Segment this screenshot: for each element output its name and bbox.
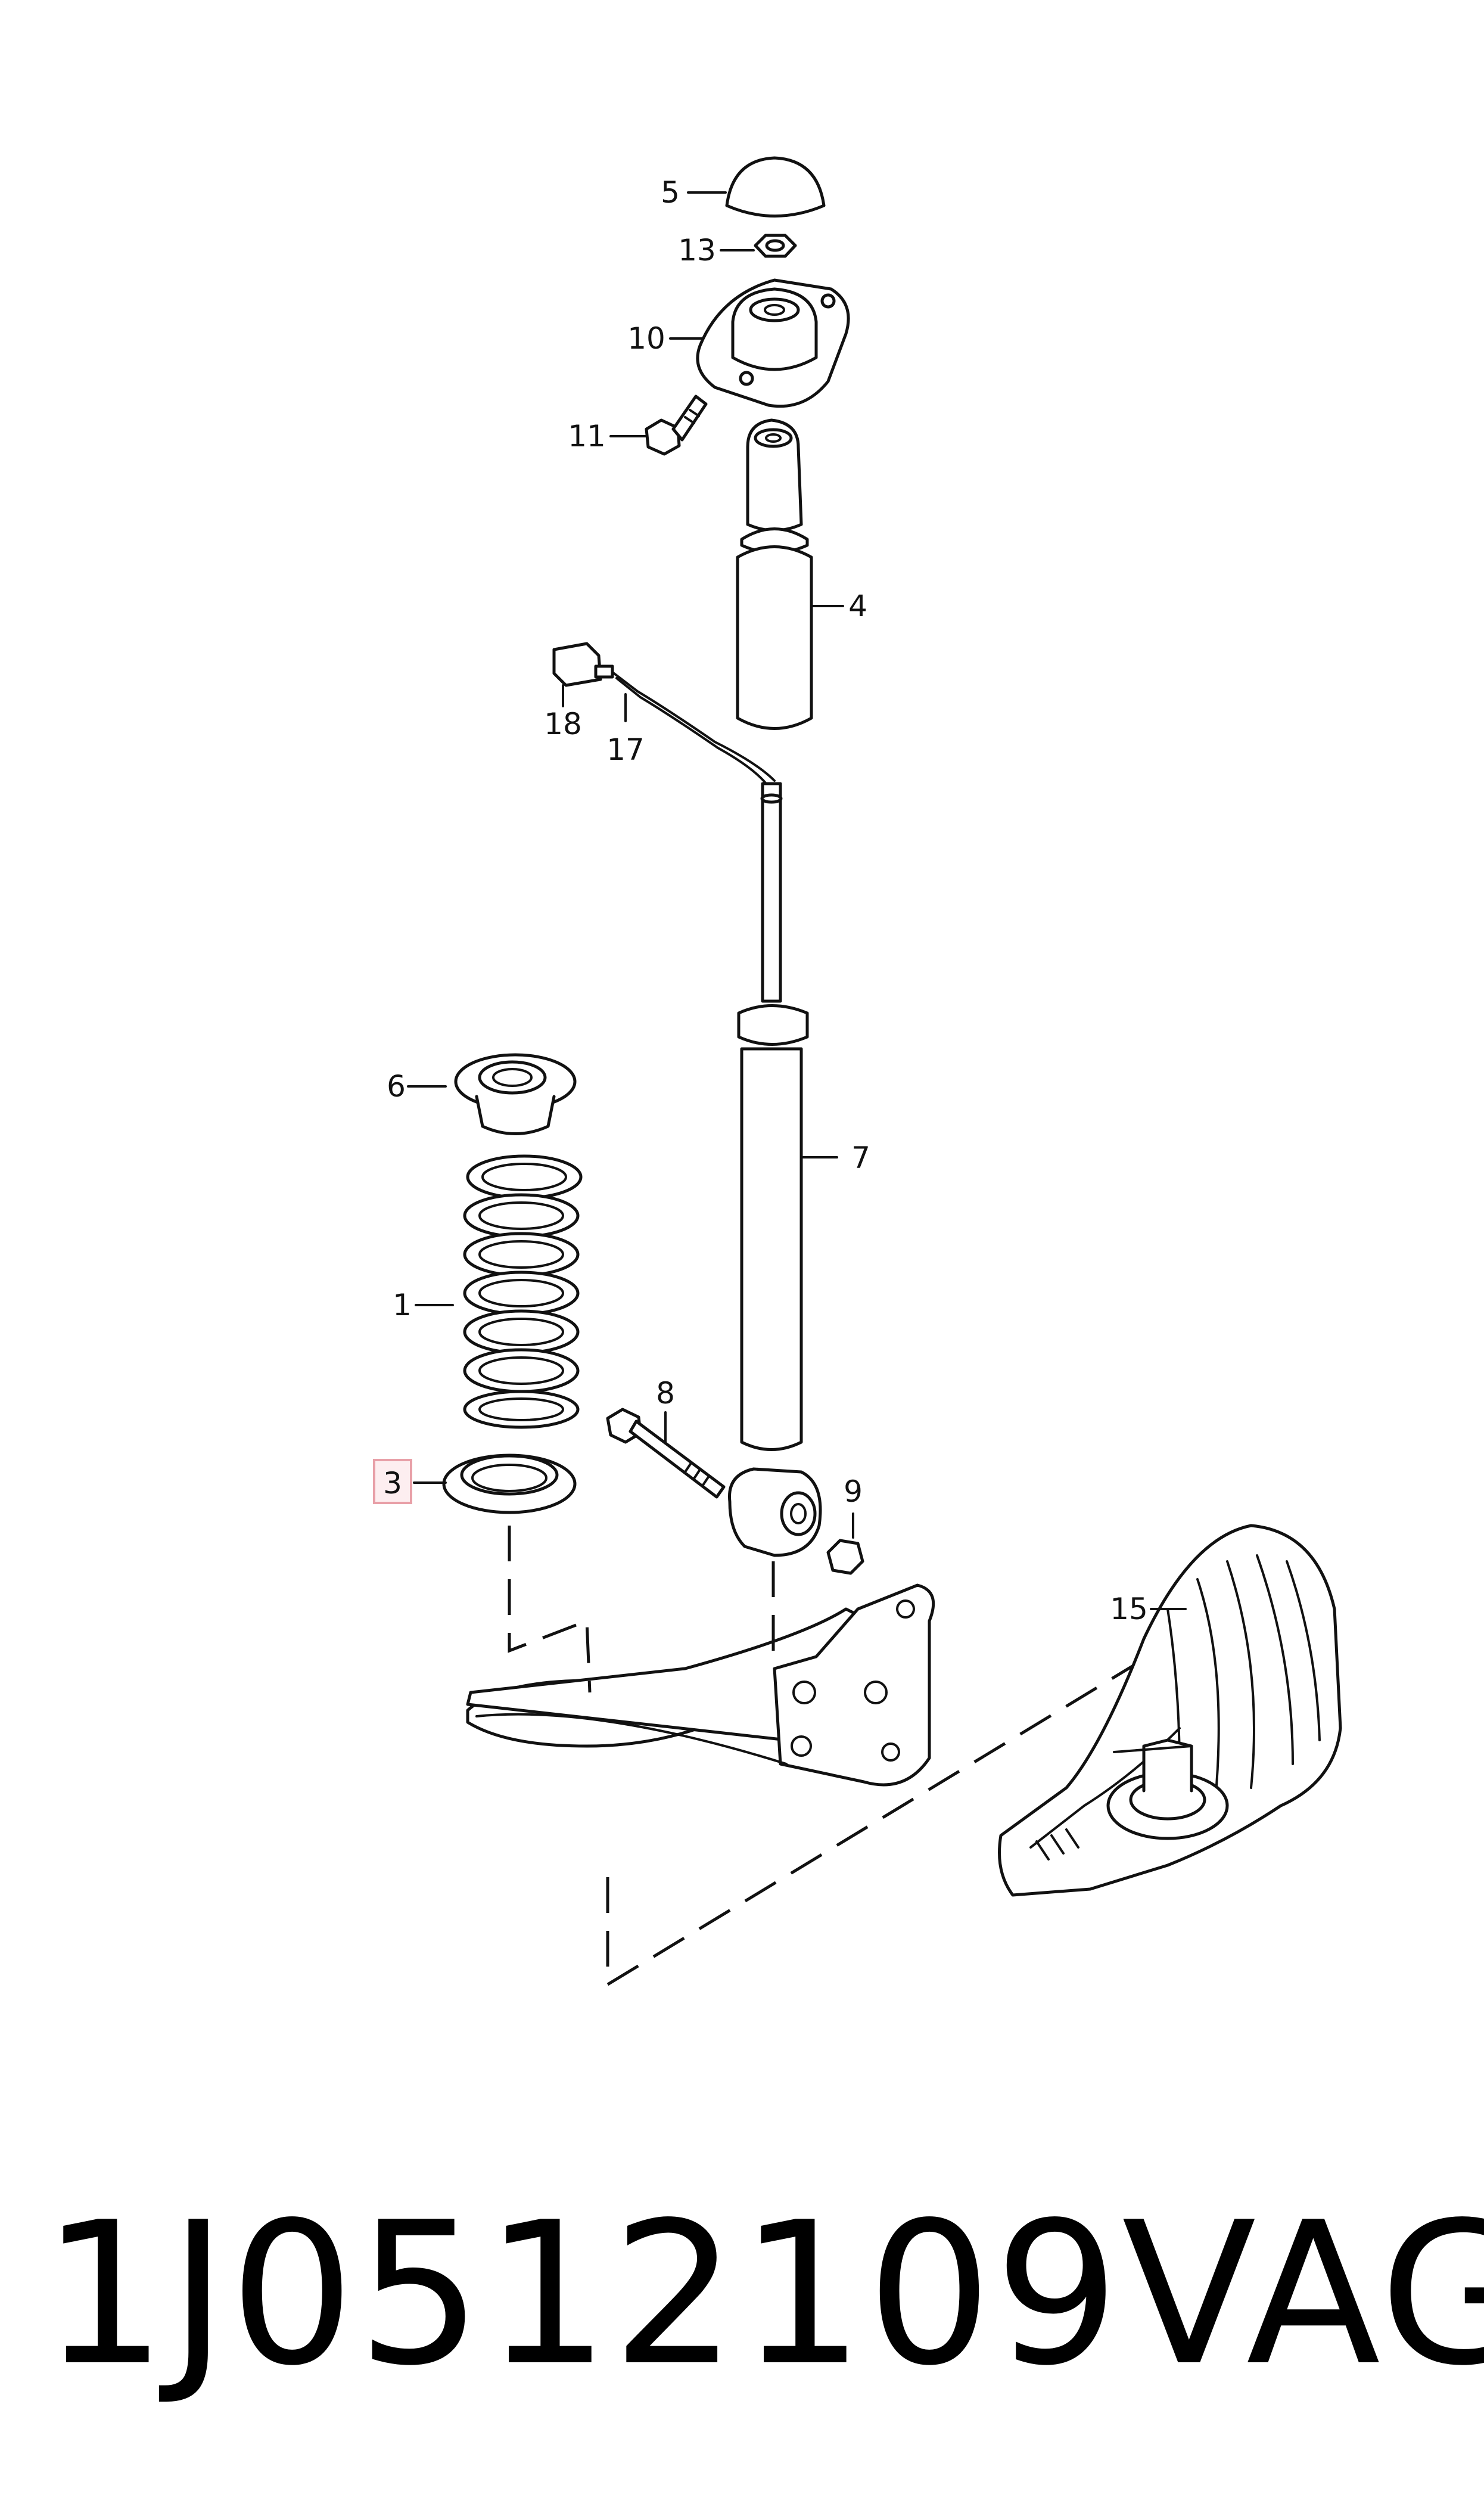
part-number: 1J0512109: [42, 2180, 1122, 2409]
label-15: 15: [1110, 1592, 1148, 1626]
label-13: 13: [678, 233, 716, 268]
label-3-highlight: [373, 1459, 412, 1504]
alignment-lines: [508, 1526, 1169, 1987]
label-17: 17: [606, 732, 645, 767]
part-info-footer: 1J0512109 VAG: [42, 2169, 1484, 2419]
label-3[interactable]: 3: [383, 1466, 402, 1501]
callouts: 5 13 10 11 4 18 17 6 7 1 8 3: [373, 175, 1187, 1626]
label-4: 4: [848, 589, 867, 623]
part-10-top-mount: [696, 278, 850, 408]
part-15-wheel-arch-liner: [998, 1524, 1342, 1897]
label-8: 8: [656, 1376, 675, 1411]
part-1-coil-spring: [463, 1154, 583, 1429]
label-11: 11: [568, 419, 606, 454]
part-18-connector: [552, 642, 614, 687]
part-4-bump-stop-boot: [736, 418, 813, 730]
label-18: 18: [544, 707, 582, 741]
label-5: 5: [661, 175, 680, 210]
part-8-bolt: [606, 1408, 726, 1499]
label-10: 10: [627, 321, 665, 356]
label-6: 6: [387, 1069, 406, 1104]
label-9: 9: [844, 1474, 863, 1509]
part-6-spring-seat: [454, 1053, 577, 1135]
part-11-bolt: [645, 395, 708, 456]
brand-name: VAG: [1121, 2180, 1484, 2409]
part-13-nut: [754, 234, 797, 258]
axle-beam: [466, 1583, 935, 1787]
part-5-dust-cap: [725, 156, 826, 218]
label-1: 1: [393, 1288, 412, 1322]
part-3-lower-spring-seat: [442, 1453, 577, 1514]
part-7-shock-absorber: [728, 793, 822, 1557]
label-7: 7: [851, 1141, 870, 1175]
part-9-nut: [826, 1539, 864, 1575]
